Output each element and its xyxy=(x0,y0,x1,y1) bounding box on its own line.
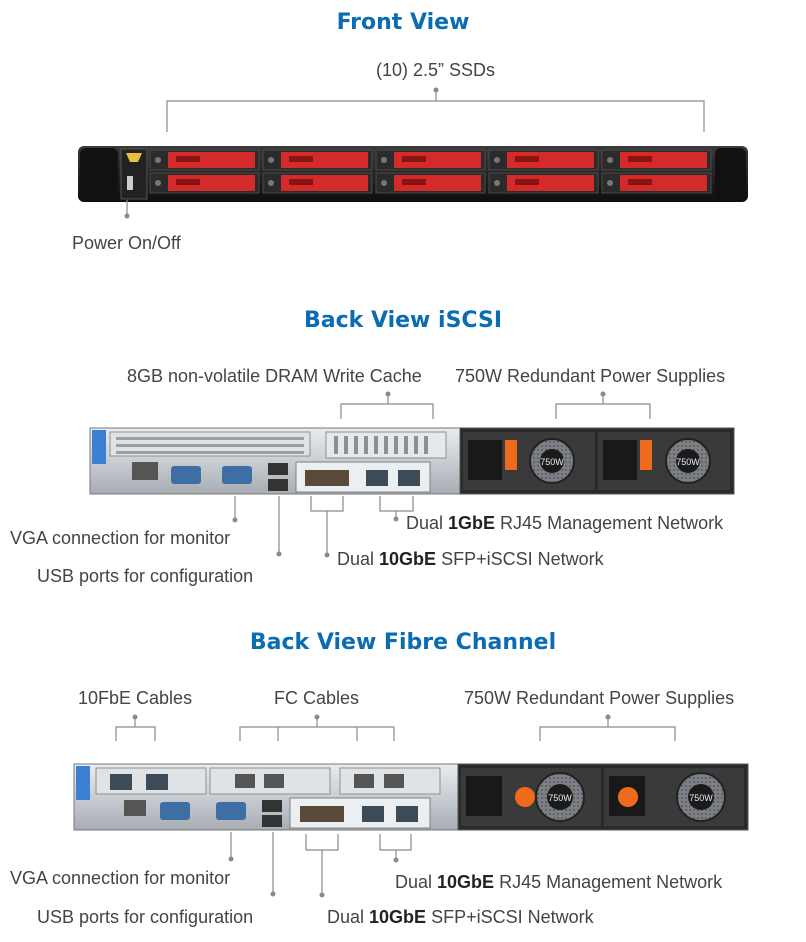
back-view-fc-title: Back View Fibre Channel xyxy=(249,630,557,655)
ssd-bay xyxy=(149,149,260,171)
fc-cables-label: FC Cables xyxy=(274,688,360,708)
iscsi-psu-1: 750W xyxy=(463,432,595,490)
ssd-bracket xyxy=(166,90,705,132)
back-view-iscsi-title: Back View iSCSI xyxy=(304,308,502,333)
iscsi-usb-label: USB ports for configuration xyxy=(37,566,254,586)
iscsi-cache-label: 8GB non-volatile DRAM Write Cache xyxy=(127,366,422,386)
ssd-bay xyxy=(375,172,486,194)
fc-sfp-label: Dual 10GbE SFP+iSCSI Network xyxy=(327,907,594,927)
front-server-chassis xyxy=(78,87,748,219)
fc-psu-1: 750W xyxy=(461,768,601,826)
iscsi-server-rear: 750W 750W xyxy=(89,391,735,558)
fc-server-rear: 750W 750W xyxy=(73,714,749,898)
svg-text:750W: 750W xyxy=(676,457,700,467)
power-label: Power On/Off xyxy=(72,233,181,253)
ssd-bay xyxy=(375,149,486,171)
iscsi-psu-label: 750W Redundant Power Supplies xyxy=(455,366,726,386)
iscsi-vga-label: VGA connection for monitor xyxy=(10,528,231,548)
ssd-drive-bays xyxy=(149,149,712,194)
fc-vga-label: VGA connection for monitor xyxy=(10,868,231,888)
iscsi-sfp-label: Dual 10GbE SFP+iSCSI Network xyxy=(337,549,604,569)
fc-psu-2: 750W xyxy=(604,768,744,826)
svg-text:750W: 750W xyxy=(548,793,572,803)
ssd-bay xyxy=(488,149,599,171)
ssd-bay xyxy=(488,172,599,194)
iscsi-mgmt-label: Dual 1GbE RJ45 Management Network xyxy=(406,513,724,533)
ssd-bay xyxy=(149,172,260,194)
fc-fbe-label: 10FbE Cables xyxy=(78,688,193,708)
fc-psu-label: 750W Redundant Power Supplies xyxy=(464,688,735,708)
ssd-bay xyxy=(262,149,373,171)
iscsi-psu-2: 750W xyxy=(598,432,730,490)
ssd-bay xyxy=(601,172,712,194)
ssd-label: (10) 2.5” SSDs xyxy=(376,60,496,80)
ssd-bay xyxy=(262,172,373,194)
fc-usb-label: USB ports for configuration xyxy=(37,907,254,927)
ssd-bay xyxy=(601,149,712,171)
svg-text:750W: 750W xyxy=(689,793,713,803)
front-view-title: Front View xyxy=(336,10,470,35)
fc-mgmt-label: Dual 10GbE RJ45 Management Network xyxy=(395,872,723,892)
svg-text:750W: 750W xyxy=(540,457,564,467)
